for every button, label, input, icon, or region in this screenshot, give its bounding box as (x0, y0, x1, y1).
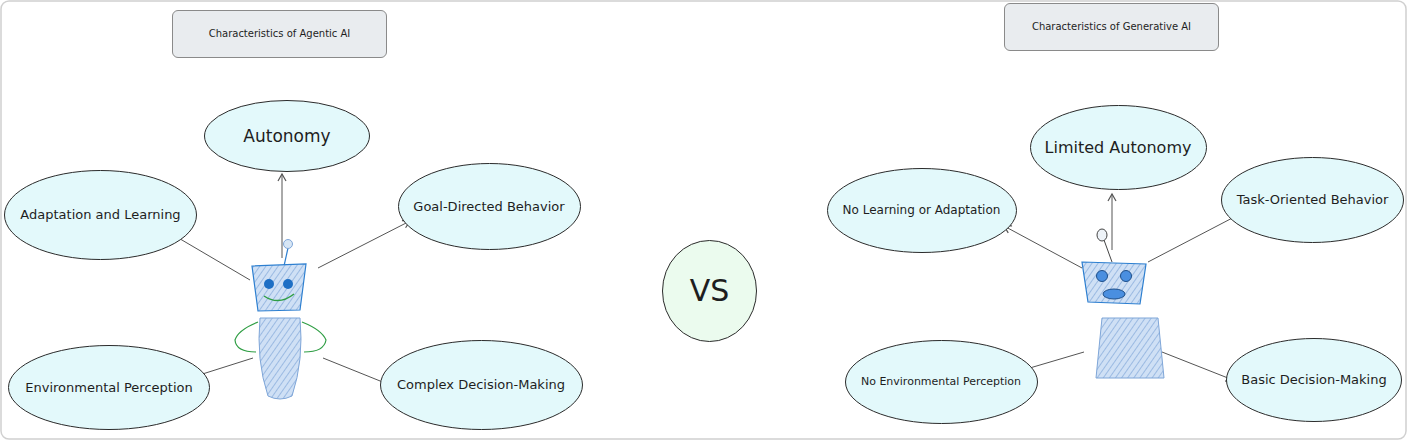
trait-label: Environmental Perception (25, 380, 192, 396)
trait-ellipse: Task-Oriented Behavior (1221, 157, 1404, 243)
trait-label: Limited Autonomy (1045, 138, 1192, 157)
agentic-robot (235, 240, 326, 400)
trait-label: Autonomy (243, 126, 330, 146)
trait-label: Basic Decision-Making (1241, 372, 1386, 388)
trait-label: VS (690, 273, 730, 309)
trait-label: No Learning or Adaptation (843, 203, 1001, 217)
trait-label: Adaptation and Learning (20, 207, 180, 223)
leader-arrows-left (170, 174, 410, 389)
trait-label: Goal-Directed Behavior (413, 199, 564, 215)
trait-ellipse: Autonomy (204, 100, 370, 172)
trait-label: Complex Decision-Making (397, 377, 565, 393)
trait-ellipse: Basic Decision-Making (1226, 338, 1402, 422)
title-text: Characteristics of Agentic AI (209, 28, 351, 40)
vs-circle: VS (662, 240, 757, 342)
trait-ellipse: No Learning or Adaptation (827, 168, 1017, 253)
trait-ellipse: Goal-Directed Behavior (398, 163, 581, 250)
trait-label: Task-Oriented Behavior (1237, 192, 1389, 208)
title-text: Characteristics of Generative AI (1032, 21, 1191, 33)
trait-label: No Environmental Perception (861, 375, 1021, 388)
title-box: Characteristics of Agentic AI (172, 10, 387, 58)
trait-ellipse: No Environmental Perception (845, 340, 1038, 424)
trait-ellipse: Complex Decision-Making (380, 340, 583, 430)
generative-robot (1082, 229, 1164, 378)
leader-arrows-right (1004, 194, 1240, 380)
trait-ellipse: Environmental Perception (8, 345, 210, 430)
title-box: Characteristics of Generative AI (1004, 3, 1219, 51)
trait-ellipse: Adaptation and Learning (4, 170, 197, 260)
trait-ellipse: Limited Autonomy (1030, 105, 1207, 190)
